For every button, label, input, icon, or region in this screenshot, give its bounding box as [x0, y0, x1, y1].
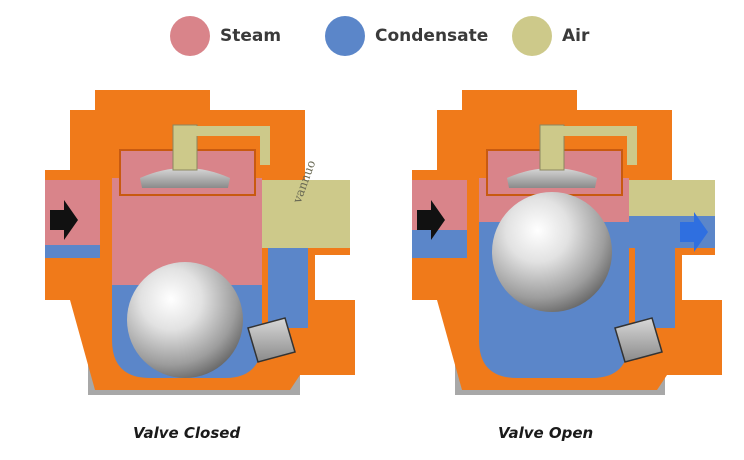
outlet-air [629, 180, 715, 216]
inlet-condensate [412, 230, 467, 258]
air-vent-channel [195, 126, 270, 165]
outlet-condensate-channel [268, 248, 308, 328]
inlet-condensate [45, 245, 100, 258]
valve-stem [172, 124, 198, 171]
legend-item-condensate: Condensate [325, 14, 488, 58]
caption-valve-closed: Valve Closed [133, 424, 241, 442]
legend-label-steam: Steam [220, 26, 282, 46]
valve-disc [140, 168, 230, 188]
air-vent-channel [562, 126, 637, 165]
air-swatch [512, 16, 552, 56]
outlet-condensate-channel [635, 248, 675, 328]
steam-swatch [170, 16, 210, 56]
inlet-arrow [50, 200, 78, 240]
legend-label-air: Air [562, 26, 590, 46]
outlet-arrow [680, 212, 708, 252]
float-ball [127, 262, 243, 378]
trap-closed [45, 90, 355, 395]
float-ball [492, 192, 612, 312]
legend-item-air: Air [512, 14, 589, 58]
drain-valve [247, 317, 296, 363]
valve-disc [507, 168, 597, 188]
inlet-arrow [417, 200, 445, 240]
caption-valve-open: Valve Open [498, 424, 594, 442]
outlet-air [262, 180, 350, 248]
legend-label-condensate: Condensate [375, 26, 489, 46]
trap-open [412, 90, 722, 395]
drain-valve [614, 317, 663, 363]
legend-item-steam: Steam [170, 14, 281, 58]
valve-stem [539, 124, 565, 171]
legend: Steam Condensate Air [0, 14, 744, 58]
chamber-steam [112, 178, 262, 290]
condensate-swatch [325, 16, 365, 56]
